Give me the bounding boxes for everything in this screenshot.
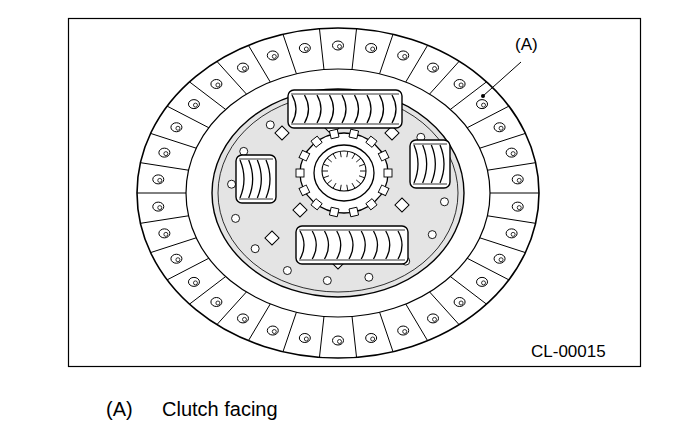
part-name: Clutch facing — [162, 398, 278, 420]
leader-line — [483, 62, 521, 96]
figure-frame — [69, 19, 641, 367]
leader-dot — [481, 94, 485, 98]
clutch-disc — [137, 28, 539, 358]
callout-letter: (A) — [515, 36, 538, 55]
figure-code: CL-00015 — [531, 343, 606, 362]
callout-letter: (A) — [106, 398, 133, 420]
